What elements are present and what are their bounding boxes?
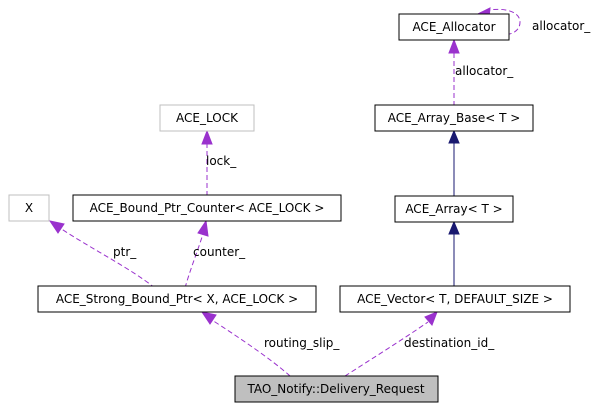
node-x[interactable]: X	[8, 194, 50, 222]
edge-destination-id	[344, 321, 429, 377]
node-label-ace-array-base: ACE_Array_Base< T >	[388, 111, 521, 125]
edge-label-allocator-self: allocator_	[532, 19, 591, 33]
arrow-allocator	[448, 38, 460, 54]
arrow-routing-slip	[200, 311, 217, 325]
node-ace-array-base[interactable]: ACE_Array_Base< T >	[374, 104, 534, 132]
node-label-ace-vector: ACE_Vector< T, DEFAULT_SIZE >	[357, 292, 553, 306]
arrow-ptr	[48, 220, 65, 234]
node-label-ace-allocator: ACE_Allocator	[412, 20, 495, 34]
edge-label-destination-id: destination_id_	[404, 336, 495, 350]
arrow-lock	[201, 129, 213, 145]
node-label-ace-strong-bound-ptr: ACE_Strong_Bound_Ptr< X, ACE_LOCK >	[56, 292, 298, 306]
node-ace-vector[interactable]: ACE_Vector< T, DEFAULT_SIZE >	[339, 285, 571, 313]
node-delivery-request[interactable]: TAO_Notify::Delivery_Request	[234, 375, 439, 403]
node-ace-strong-bound-ptr[interactable]: ACE_Strong_Bound_Ptr< X, ACE_LOCK >	[37, 285, 317, 313]
node-ace-array[interactable]: ACE_Array< T >	[394, 195, 514, 223]
node-label-delivery-request: TAO_Notify::Delivery_Request	[246, 382, 424, 396]
node-label-x: X	[25, 201, 33, 215]
arrow-inherit-array	[448, 220, 460, 235]
edge-label-routing-slip: routing_slip_	[264, 336, 340, 350]
edge-label-lock: lock_	[206, 154, 237, 168]
edge-counter	[184, 233, 204, 289]
edge-label-ptr: ptr_	[113, 245, 137, 259]
node-ace-bound-ptr-counter[interactable]: ACE_Bound_Ptr_Counter< ACE_LOCK >	[72, 194, 342, 222]
edge-label-allocator: allocator_	[455, 64, 514, 78]
node-ace-lock[interactable]: ACE_LOCK	[159, 104, 255, 132]
node-label-ace-lock: ACE_LOCK	[176, 111, 239, 125]
node-label-ace-bound-ptr-counter: ACE_Bound_Ptr_Counter< ACE_LOCK >	[90, 201, 325, 215]
arrow-inherit-array-base	[448, 129, 460, 144]
node-label-ace-array: ACE_Array< T >	[405, 202, 502, 216]
arrow-counter	[197, 219, 209, 237]
arrow-destination-id	[424, 311, 438, 326]
edge-label-counter: counter_	[193, 245, 246, 259]
edge-ptr	[59, 227, 156, 289]
node-ace-allocator[interactable]: ACE_Allocator	[398, 13, 510, 41]
edge-routing-slip	[211, 319, 291, 377]
